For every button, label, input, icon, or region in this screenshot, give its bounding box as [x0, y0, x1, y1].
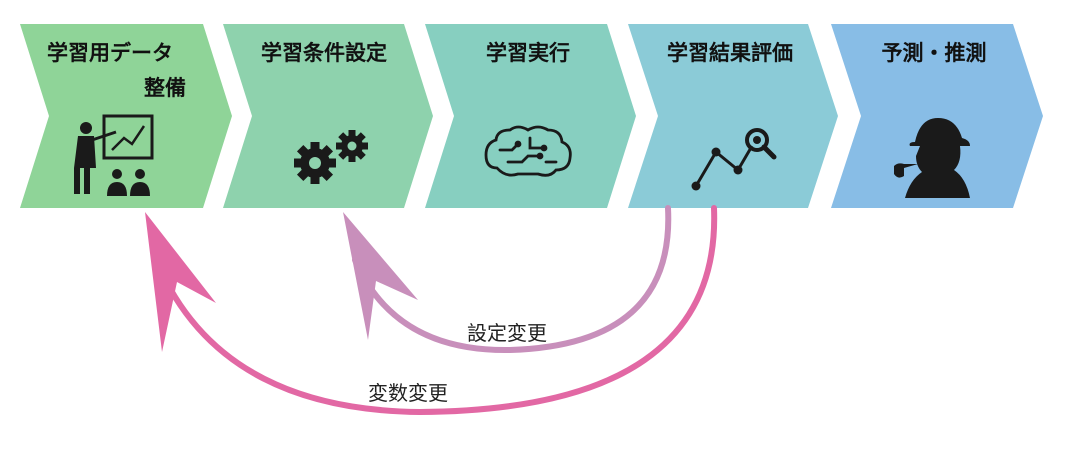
loop-arrowhead [343, 212, 418, 340]
chart-magnifier-icon [691, 128, 777, 191]
step-title-line1: 予測・推測 [882, 41, 987, 65]
step-data-preparation: 学習用データ 整備 [20, 24, 232, 208]
brain-icon [484, 125, 572, 177]
step-prediction: 予測・推測 [831, 24, 1043, 208]
loop-label: 変数変更 [368, 381, 448, 405]
step-chevron [628, 24, 838, 208]
loop-arrow-line [154, 205, 718, 416]
step-title-line1: 学習結果評価 [667, 41, 793, 65]
step-result-evaluation: 学習結果評価 [628, 24, 838, 208]
step-chevron [223, 24, 433, 208]
loop-label: 設定変更 [467, 321, 547, 345]
step-title-line1: 学習条件設定 [261, 41, 387, 65]
loop-arrow-line [352, 205, 672, 354]
loop-variable-change: 変数変更 [145, 205, 718, 416]
step-training-execution: 学習実行 [425, 24, 636, 208]
step-chevron [831, 24, 1043, 208]
presentation-icon [74, 114, 154, 196]
step-title-line1: 学習用データ [47, 41, 173, 65]
step-title-line1: 学習実行 [486, 41, 570, 65]
step-training-conditions: 学習条件設定 [223, 24, 433, 208]
loop-settings-change: 設定変更 [343, 205, 672, 354]
gears-icon [294, 130, 368, 184]
loop-arrowhead [145, 212, 216, 352]
step-title-line2: 整備 [144, 76, 186, 100]
step-chevron [425, 24, 636, 208]
detective-icon [894, 118, 970, 198]
